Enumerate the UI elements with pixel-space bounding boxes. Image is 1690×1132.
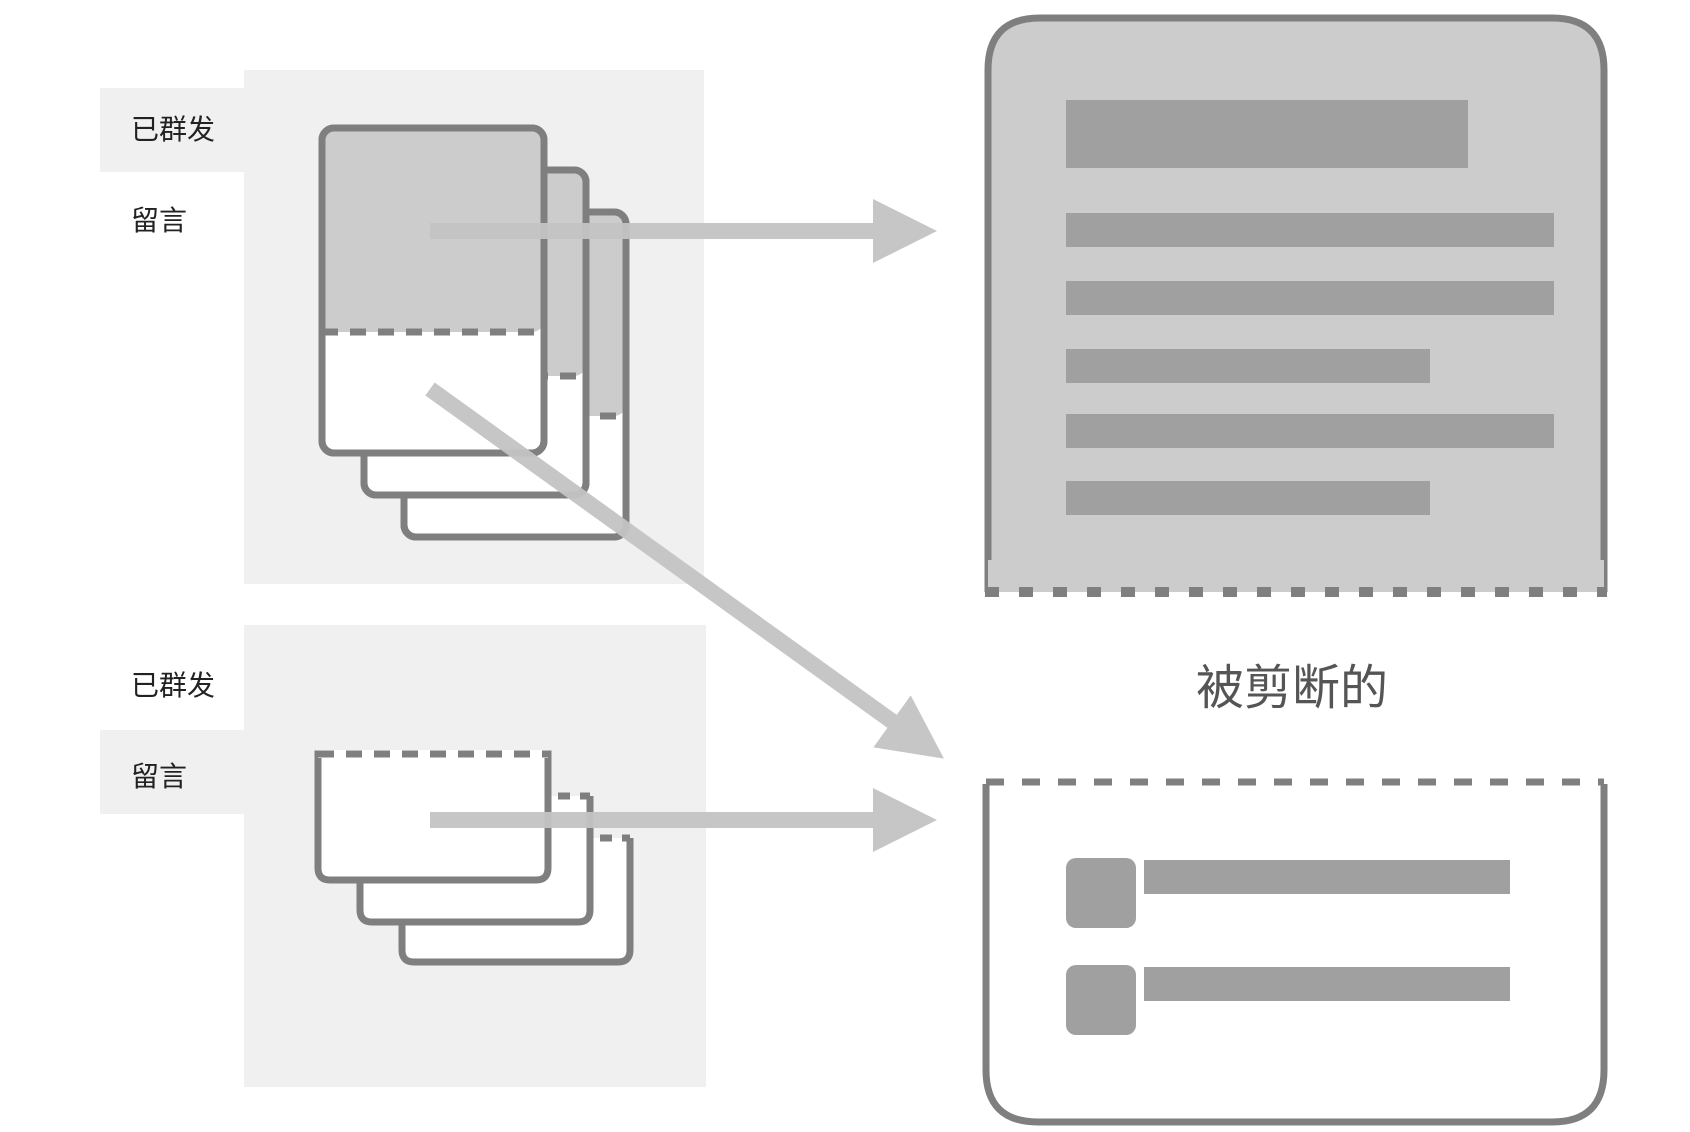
clipped-caption: 被剪断的	[1196, 660, 1388, 716]
bottom-panel: 已群发 留言	[100, 625, 706, 1087]
top-tab-comments[interactable]: 留言	[131, 204, 187, 237]
top-tab-sent[interactable]: 已群发	[131, 113, 215, 146]
clipped-top-title-bar	[1066, 100, 1468, 168]
top-tab-sent-highlight	[100, 88, 244, 172]
clipped-top-line-3	[1066, 349, 1430, 383]
bottom-tab-comments[interactable]: 留言	[131, 760, 187, 793]
arrow-top-to-clipped-bottom	[425, 382, 944, 759]
top-card-stack	[318, 124, 630, 541]
top-panel: 已群发 留言	[100, 70, 704, 584]
clipped-top-line-1	[1066, 213, 1554, 247]
clipped-bottom-frame	[982, 784, 1608, 1126]
comment-2-avatar	[1066, 965, 1136, 1035]
stack-card-1-outline	[318, 124, 548, 457]
comment-2-text-bar	[1144, 967, 1510, 1001]
bottom-tab-comments-highlight	[100, 730, 244, 814]
clipped-top-fill-bottom	[988, 560, 1604, 592]
clipped-bottom-preview	[982, 778, 1608, 1126]
clipped-top-preview	[984, 14, 1608, 597]
arrows	[425, 199, 944, 852]
clipped-top-line-4	[1066, 414, 1554, 448]
comment-1-text-bar	[1144, 860, 1510, 894]
clipped-top-line-5	[1066, 481, 1430, 515]
clipped-top-line-2	[1066, 281, 1554, 315]
bottom-tab-sent[interactable]: 已群发	[131, 669, 215, 702]
comment-1-avatar	[1066, 858, 1136, 928]
